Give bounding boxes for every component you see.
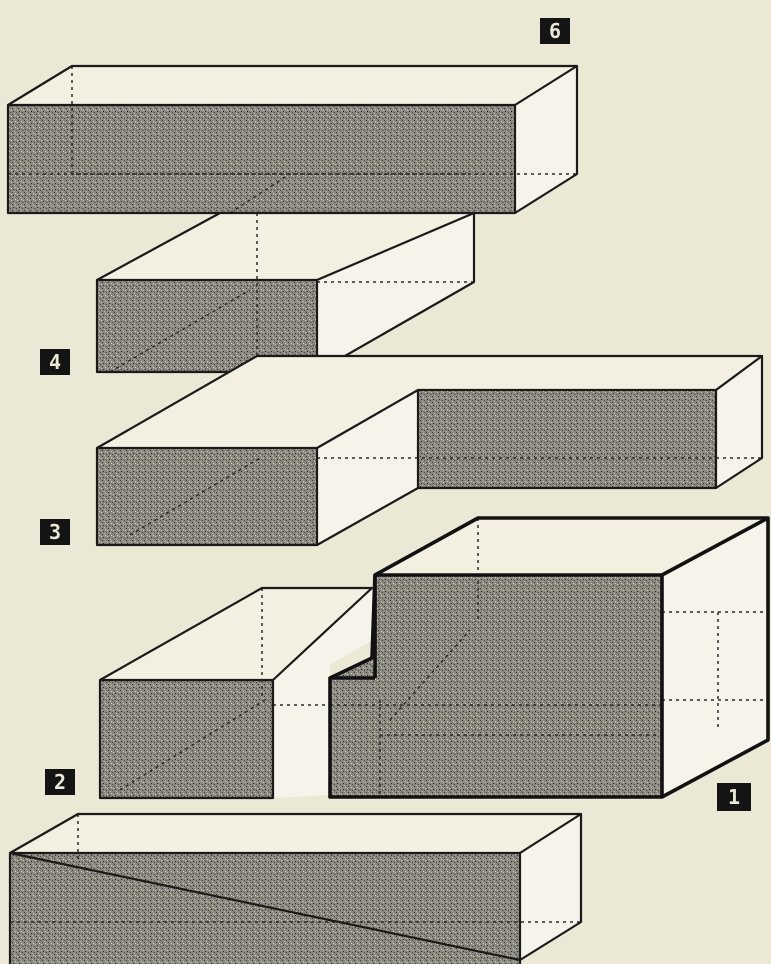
marker-2: 2 — [45, 769, 75, 795]
marker-1: 1 — [717, 783, 751, 811]
block-1 — [330, 518, 768, 797]
marker-3: 3 — [40, 519, 70, 545]
marker-6-label: 6 — [549, 19, 561, 43]
marker-3-label: 3 — [49, 520, 61, 544]
marker-6: 6 — [540, 18, 570, 44]
marker-2-label: 2 — [54, 770, 66, 794]
block-6 — [8, 66, 577, 213]
marker-1-label: 1 — [728, 785, 740, 809]
marker-4: 4 — [40, 349, 70, 375]
block-bottom — [10, 814, 581, 964]
marker-4-label: 4 — [49, 350, 61, 374]
